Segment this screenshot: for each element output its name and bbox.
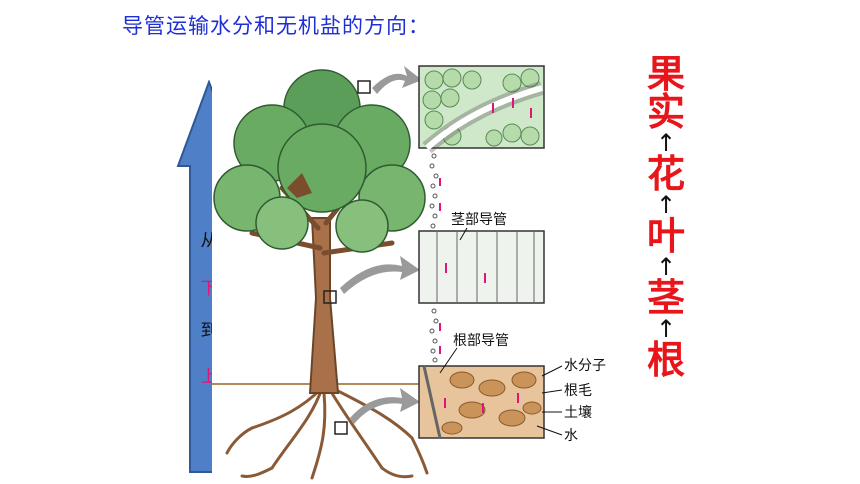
- root-vessel-label: 根部导管: [453, 333, 509, 349]
- transport-pathway: 果实 ↑ 花 ↑ 叶 ↑ 茎 ↑ 根: [640, 55, 692, 379]
- stem-vessel-label: 茎部导管: [451, 212, 507, 228]
- tree-vessel-illustration: 茎部导管 根部导管 水分子 根毛 土壤 水: [212, 48, 635, 484]
- root-hair-label: 根毛: [564, 383, 592, 399]
- roots: [225, 386, 429, 480]
- water-column: [429, 153, 439, 363]
- root-vessel-panel: 根部导管 水分子 根毛 土壤 水: [418, 333, 606, 444]
- up-arrow-icon: ↑: [655, 315, 677, 343]
- soil-label: 土壤: [564, 404, 592, 421]
- up-arrow-icon: ↑: [655, 129, 677, 157]
- organ-leaf: 叶: [646, 214, 685, 258]
- water-molecule-label: 水分子: [564, 358, 606, 374]
- water-label: 水: [564, 428, 578, 444]
- organ-root: 根: [646, 338, 685, 382]
- organ-flower: 花: [646, 152, 685, 196]
- organ-fruit: 果实: [646, 52, 685, 134]
- pointer-arrows: [340, 66, 422, 424]
- organ-stem: 茎: [646, 276, 685, 320]
- stem-vessel-panel: 茎部导管: [418, 212, 545, 304]
- page-title: 导管运输水分和无机盐的方向：: [122, 14, 430, 38]
- up-arrow-icon: ↑: [655, 191, 677, 219]
- leaf-vessel-panel: [418, 65, 545, 154]
- up-arrow-icon: ↑: [655, 253, 677, 281]
